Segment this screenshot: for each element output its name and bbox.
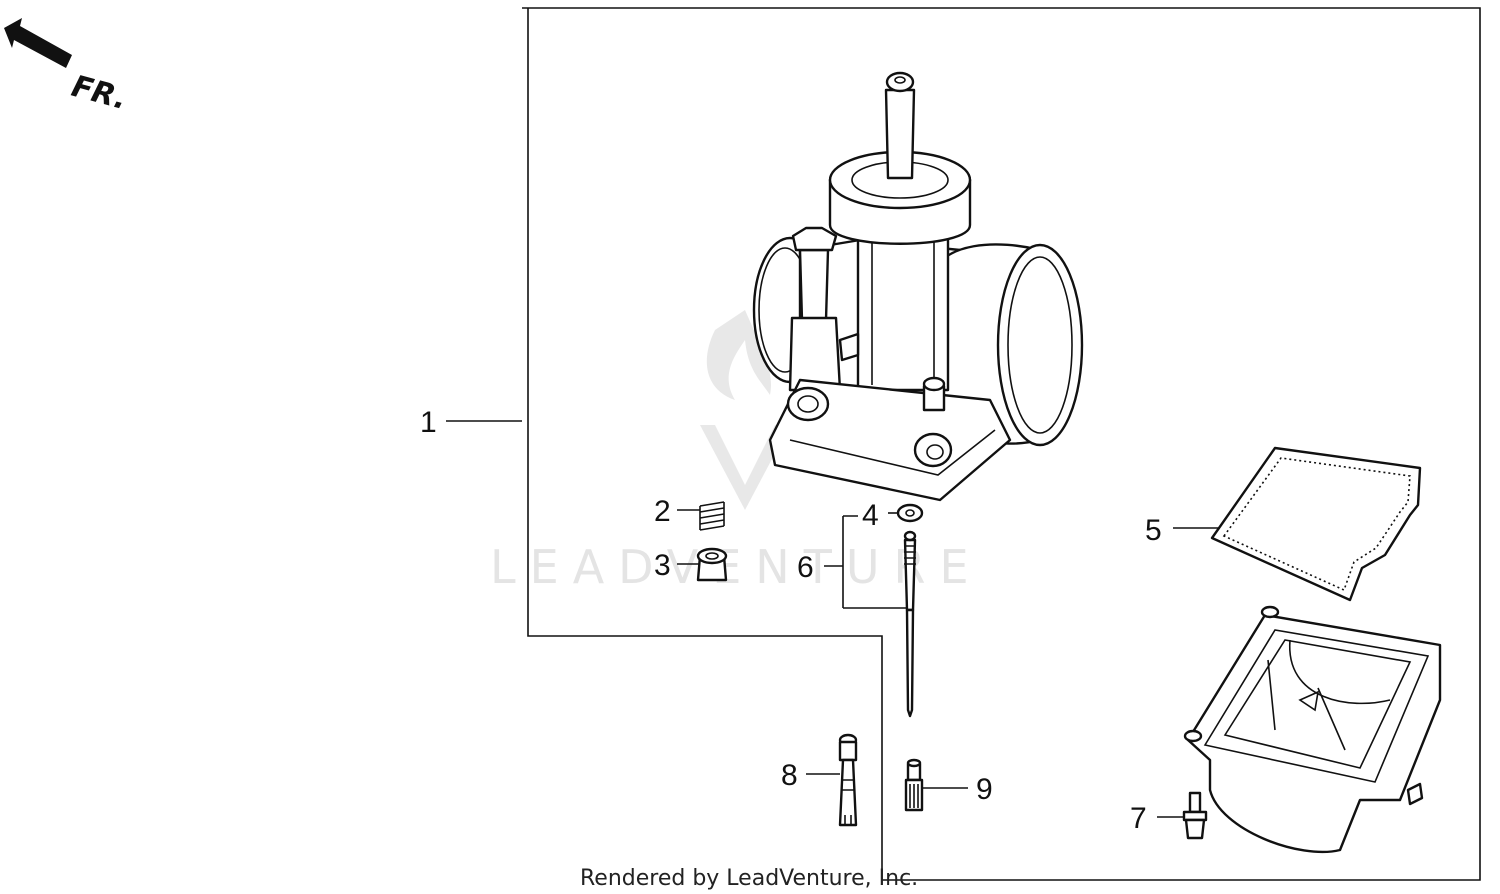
callout-3: 3	[654, 549, 671, 582]
clip-part	[896, 503, 924, 523]
carburetor-body	[752, 71, 1084, 502]
callout-labels: 1 2 3 4 5 6 7 8 9	[420, 406, 1162, 835]
front-arrow-icon	[4, 18, 72, 68]
watermark: LEADVENTURE	[490, 310, 983, 594]
callout-6: 6	[797, 551, 814, 584]
jet-part	[904, 758, 924, 812]
callout-7: 7	[1130, 802, 1147, 835]
callout-9: 9	[976, 773, 993, 806]
cap-part	[696, 547, 728, 582]
assembly-outline	[522, 7, 1481, 881]
callout-5: 5	[1145, 514, 1162, 547]
gasket-part	[1210, 446, 1422, 602]
callout-8: 8	[781, 759, 798, 792]
watermark-text: LEADVENTURE	[490, 540, 983, 594]
callout-1: 1	[420, 406, 437, 439]
screw-part	[1182, 791, 1208, 840]
float-chamber-part	[1183, 605, 1442, 854]
leader-lines	[446, 420, 1220, 818]
spring-part	[699, 501, 725, 531]
front-label: FR.	[68, 69, 131, 117]
render-credit: Rendered by LeadVenture, Inc.	[580, 866, 918, 891]
callout-4: 4	[862, 499, 879, 532]
front-direction-indicator: FR.	[4, 18, 131, 117]
needle-jet-holder-part	[838, 733, 858, 827]
callout-2: 2	[654, 495, 671, 528]
watermark-v-icon	[700, 425, 790, 510]
jet-needle-part	[903, 530, 917, 718]
